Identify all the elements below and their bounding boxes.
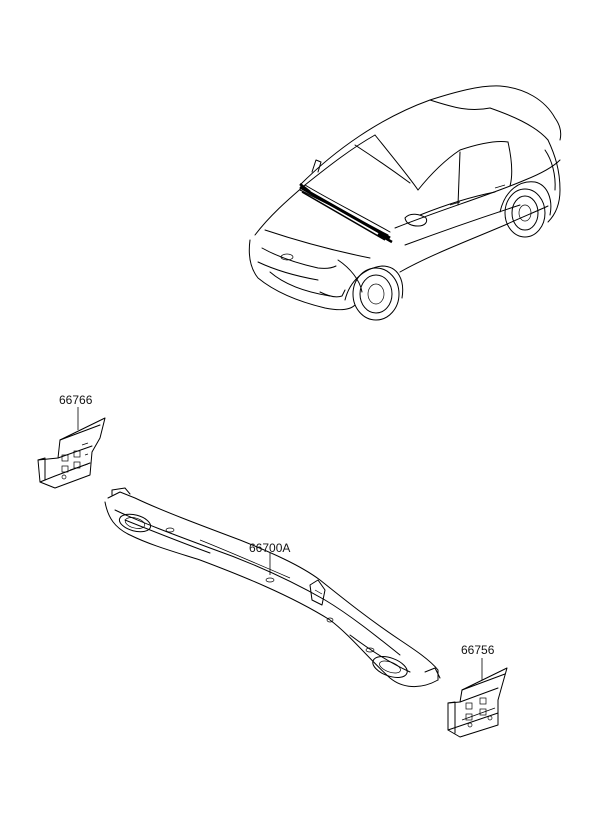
bracket-left-icon xyxy=(37,407,106,489)
part-number-label: 66756 xyxy=(461,643,495,657)
part-number-label: 66700A xyxy=(249,541,291,555)
car-icon xyxy=(248,85,562,321)
part-number-label: 66766 xyxy=(59,393,93,407)
bracket-right-icon xyxy=(447,658,508,738)
cowl-panel-icon xyxy=(104,487,441,687)
